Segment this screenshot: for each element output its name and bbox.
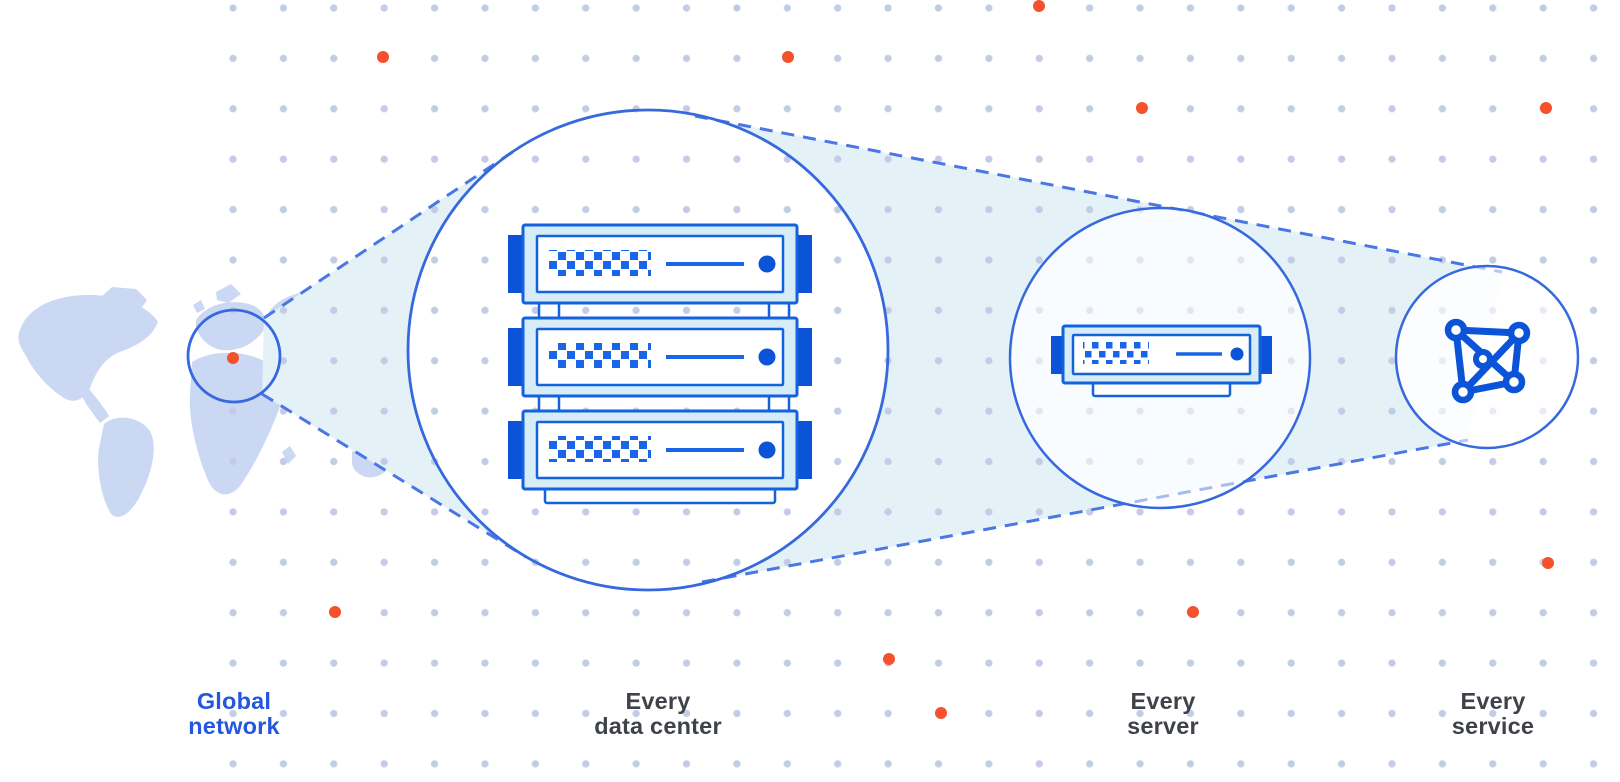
dashed-zoom-lines bbox=[261, 114, 1503, 584]
server-unit bbox=[508, 409, 812, 491]
dot-grid-pattern bbox=[208, 0, 1620, 782]
single-server-icon bbox=[1051, 324, 1272, 398]
orange-dot bbox=[1033, 0, 1045, 12]
server-unit bbox=[508, 223, 812, 305]
label-line: server bbox=[1127, 712, 1199, 739]
label-line: Every bbox=[1130, 688, 1196, 714]
orange-dot bbox=[377, 51, 389, 63]
label-every-server: Every server bbox=[1127, 689, 1199, 738]
label-line: data center bbox=[594, 712, 722, 739]
orange-dot bbox=[935, 707, 947, 719]
label-every-data-center: Every data center bbox=[594, 689, 722, 738]
datacenter-circle bbox=[406, 108, 890, 592]
orange-dot bbox=[883, 653, 895, 665]
orange-dot bbox=[1540, 102, 1552, 114]
label-line: service bbox=[1451, 712, 1535, 739]
label-global-network: Global network bbox=[188, 689, 280, 738]
label-line: Every bbox=[1460, 688, 1526, 714]
server-rack-icon bbox=[508, 223, 812, 505]
label-line: network bbox=[188, 712, 280, 739]
server-unit bbox=[508, 316, 812, 398]
map-zoom-circle bbox=[186, 308, 282, 404]
orange-dot bbox=[329, 606, 341, 618]
label-every-service: Every service bbox=[1452, 689, 1534, 738]
label-line: Every bbox=[625, 688, 691, 714]
network-icon bbox=[1444, 318, 1531, 404]
orange-dot bbox=[782, 51, 794, 63]
orange-dot bbox=[1187, 606, 1199, 618]
orange-dot bbox=[1542, 557, 1554, 569]
orange-dot bbox=[1136, 102, 1148, 114]
label-line: Global bbox=[196, 688, 272, 714]
map-location-marker bbox=[227, 352, 239, 364]
